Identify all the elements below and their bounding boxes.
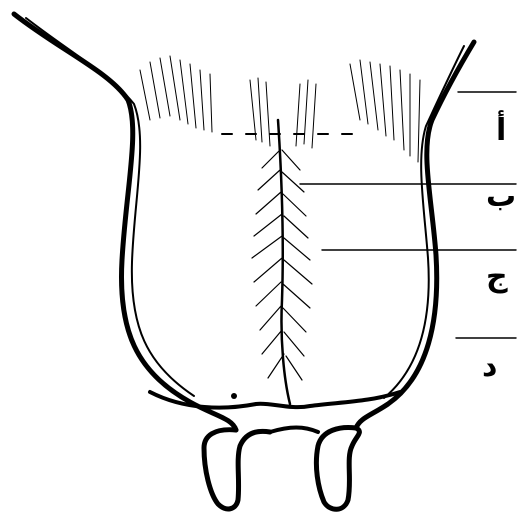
label-b: ب <box>486 182 516 212</box>
teat-bridge <box>270 428 318 433</box>
udder-outline-right <box>356 42 474 428</box>
label-a: أ <box>496 116 506 146</box>
teat-right <box>316 428 359 510</box>
udder-inner-right <box>384 46 464 398</box>
udder-outline <box>14 14 236 430</box>
label-d: د <box>482 352 497 382</box>
small-dot <box>231 393 237 399</box>
udder-inner-left <box>26 18 194 396</box>
leader-lines <box>300 92 516 338</box>
teat-left <box>204 430 270 509</box>
median-ligament <box>278 120 290 404</box>
label-c: ج <box>486 262 508 292</box>
